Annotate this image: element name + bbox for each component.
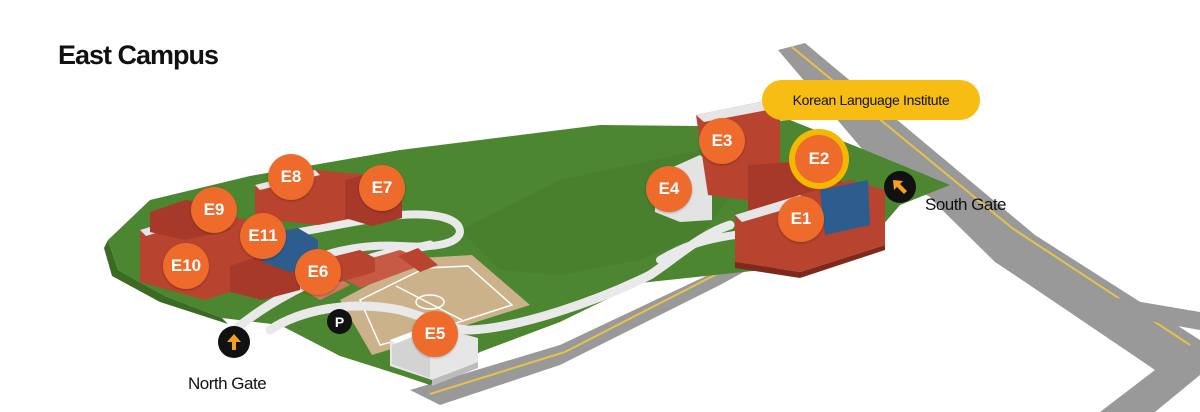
- building-marker-e11[interactable]: E11: [240, 213, 286, 259]
- south-gate-label: South Gate: [925, 195, 1007, 214]
- building-marker-e10[interactable]: E10: [163, 243, 209, 289]
- parking-icon[interactable]: P: [327, 309, 352, 334]
- building-marker-e3[interactable]: E3: [699, 118, 745, 164]
- arrow-up-icon: [227, 334, 241, 350]
- building-marker-e4[interactable]: E4: [646, 166, 692, 212]
- building-marker-e5[interactable]: E5: [412, 311, 458, 357]
- building-marker-e8[interactable]: E8: [268, 154, 314, 200]
- building-marker-e1[interactable]: E1: [778, 196, 824, 242]
- building-marker-e6[interactable]: E6: [295, 249, 341, 295]
- north-gate-label: North Gate: [188, 374, 267, 393]
- page-title: East Campus: [58, 40, 219, 70]
- building-marker-e2[interactable]: E2: [795, 135, 843, 183]
- building-marker-e9[interactable]: E9: [191, 187, 237, 233]
- south-gate-arrow-up-left-icon[interactable]: [884, 171, 916, 203]
- building-marker-e7[interactable]: E7: [359, 165, 405, 211]
- north-gate-arrow-up-icon[interactable]: [218, 326, 250, 358]
- korean-language-institute-label[interactable]: Korean Language Institute: [762, 80, 980, 120]
- arrow-up-left-icon: [893, 180, 907, 194]
